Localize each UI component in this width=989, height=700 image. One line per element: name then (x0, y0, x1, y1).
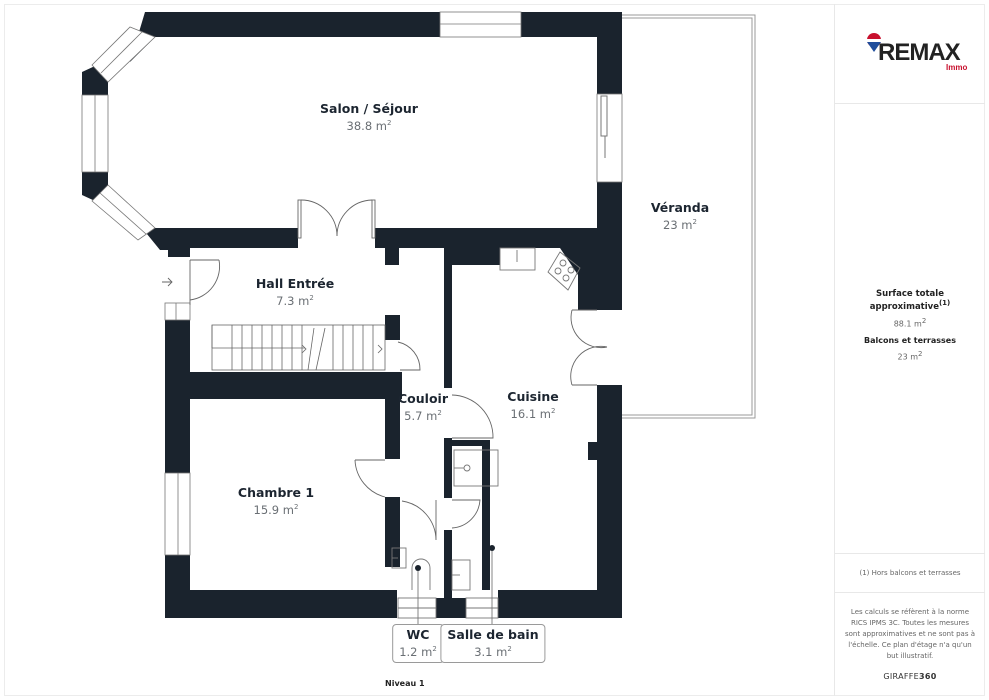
floor-plan (81, 11, 756, 625)
svg-text:Immo: Immo (946, 63, 967, 72)
room-name: Véranda (650, 200, 710, 215)
room-cuisine: Cuisine 16.1 m2 (507, 389, 558, 422)
room-area: 16.1 m2 (510, 406, 556, 421)
room-area: 3.1 m2 (474, 644, 512, 659)
room-name: WC (406, 627, 430, 642)
room-area: 5.7 m2 (404, 408, 442, 423)
room-area: 7.3 m2 (276, 293, 314, 308)
legal-text: Les calculs se réfèrent à la norme RICS … (845, 608, 975, 660)
room-name: Cuisine (507, 389, 559, 404)
room-name: Salle de bain (447, 627, 539, 642)
total-area-label: Surface totale approximative(1) (869, 289, 951, 312)
room-couloir: Couloir 5.7 m2 (398, 391, 448, 424)
balcony-label: Balcons et terrasses (863, 336, 956, 346)
logo-section: REMAX Immo (835, 4, 985, 104)
room-name: Salon / Séjour (320, 101, 418, 116)
room-area: 23 m2 (663, 217, 697, 232)
balcony-value: 23 m2 (897, 350, 923, 363)
room-name: Couloir (398, 391, 448, 406)
room-name: Hall Entrée (255, 276, 335, 291)
remax-logo: REMAX Immo (867, 33, 967, 72)
room-salle-de-bain: Salle de bain 3.1 m2 (440, 624, 546, 663)
info-panel: REMAX Immo Surface totale approximative(… (834, 4, 985, 696)
page-frame (4, 4, 985, 696)
svg-text:REMAX: REMAX (878, 39, 961, 66)
room-salon-sejour: Salon / Séjour 38.8 m2 (320, 101, 418, 134)
level-label: Niveau 1 (385, 679, 425, 688)
footnote-text: (1) Hors balcons et terrasses (859, 569, 961, 577)
room-veranda: Véranda 23 m2 (651, 200, 709, 233)
giraffe360-credit: GIRAFFE360 (883, 672, 937, 681)
room-area: 1.2 m2 (399, 644, 437, 659)
room-hall-entree: Hall Entrée 7.3 m2 (256, 276, 334, 309)
room-area: 38.8 m2 (346, 118, 392, 133)
totals-section: Surface totale approximative(1) 88.1 m2 … (835, 104, 985, 554)
room-name: Chambre 1 (237, 485, 315, 500)
footnote-section: (1) Hors balcons et terrasses (835, 554, 985, 593)
total-area-value: 88.1 m2 (893, 316, 927, 329)
balloon-icon (867, 33, 881, 52)
legal-section: Les calculs se réfèrent à la norme RICS … (835, 593, 985, 696)
room-chambre-1: Chambre 1 15.9 m2 (238, 485, 314, 518)
room-wc: WC 1.2 m2 (392, 624, 444, 663)
room-area: 15.9 m2 (253, 502, 299, 517)
